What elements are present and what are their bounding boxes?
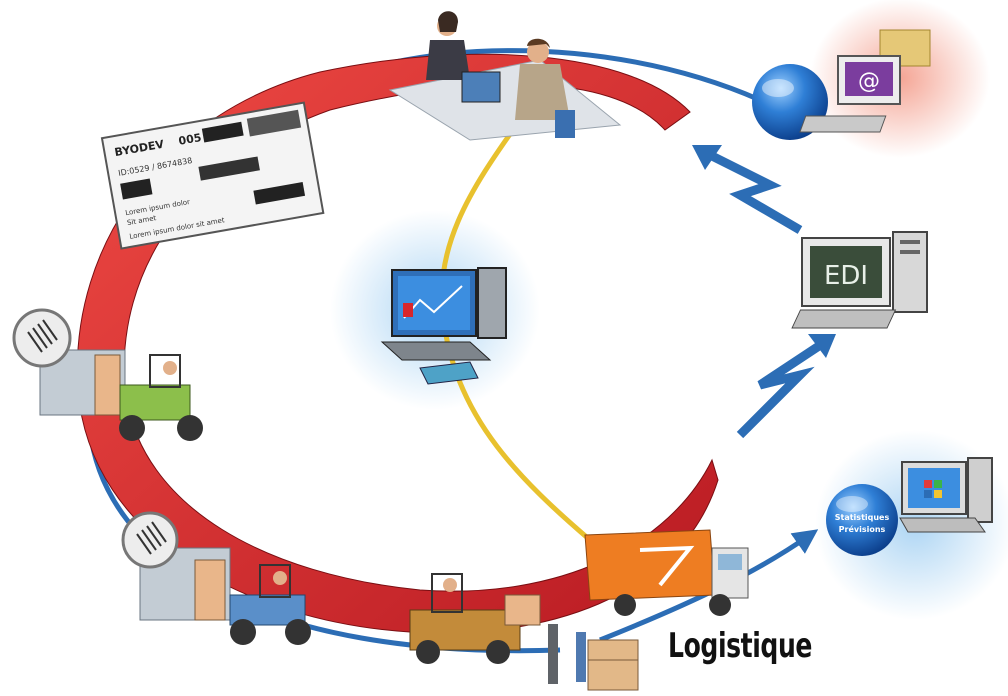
warehouse-forklift-icon (409, 573, 541, 664)
lightning-arrow-icon (736, 334, 836, 439)
statistics-globe-icon: Statistiques Prévisions (826, 484, 898, 556)
warehouse-forklift-icon (39, 349, 203, 441)
central-computer-icon (380, 267, 507, 385)
shipping-label-icon: BYODEV 005 ID:0529 / 8674838 Lorem ipsum… (100, 101, 325, 250)
truck-icon (584, 529, 749, 616)
globe-label-statistiques: Statistiques (835, 513, 890, 522)
barcode-icon (121, 511, 179, 569)
edi-screen-text: EDI (824, 261, 868, 291)
svg-text:@: @ (858, 69, 880, 94)
barcode-icon (12, 308, 72, 368)
globe-label-previsions: Prévisions (839, 524, 886, 534)
pallet-scale-icon (548, 624, 639, 691)
office-workers-icon (388, 11, 622, 141)
statistics-computer-icon (899, 457, 993, 533)
caption-logistique: Logistique (668, 626, 813, 666)
lightning-arrow-icon (692, 145, 803, 234)
email-computer-icon: @ (799, 29, 931, 133)
label-code: 005 (178, 131, 203, 148)
edi-computer-icon: EDI (791, 231, 928, 329)
